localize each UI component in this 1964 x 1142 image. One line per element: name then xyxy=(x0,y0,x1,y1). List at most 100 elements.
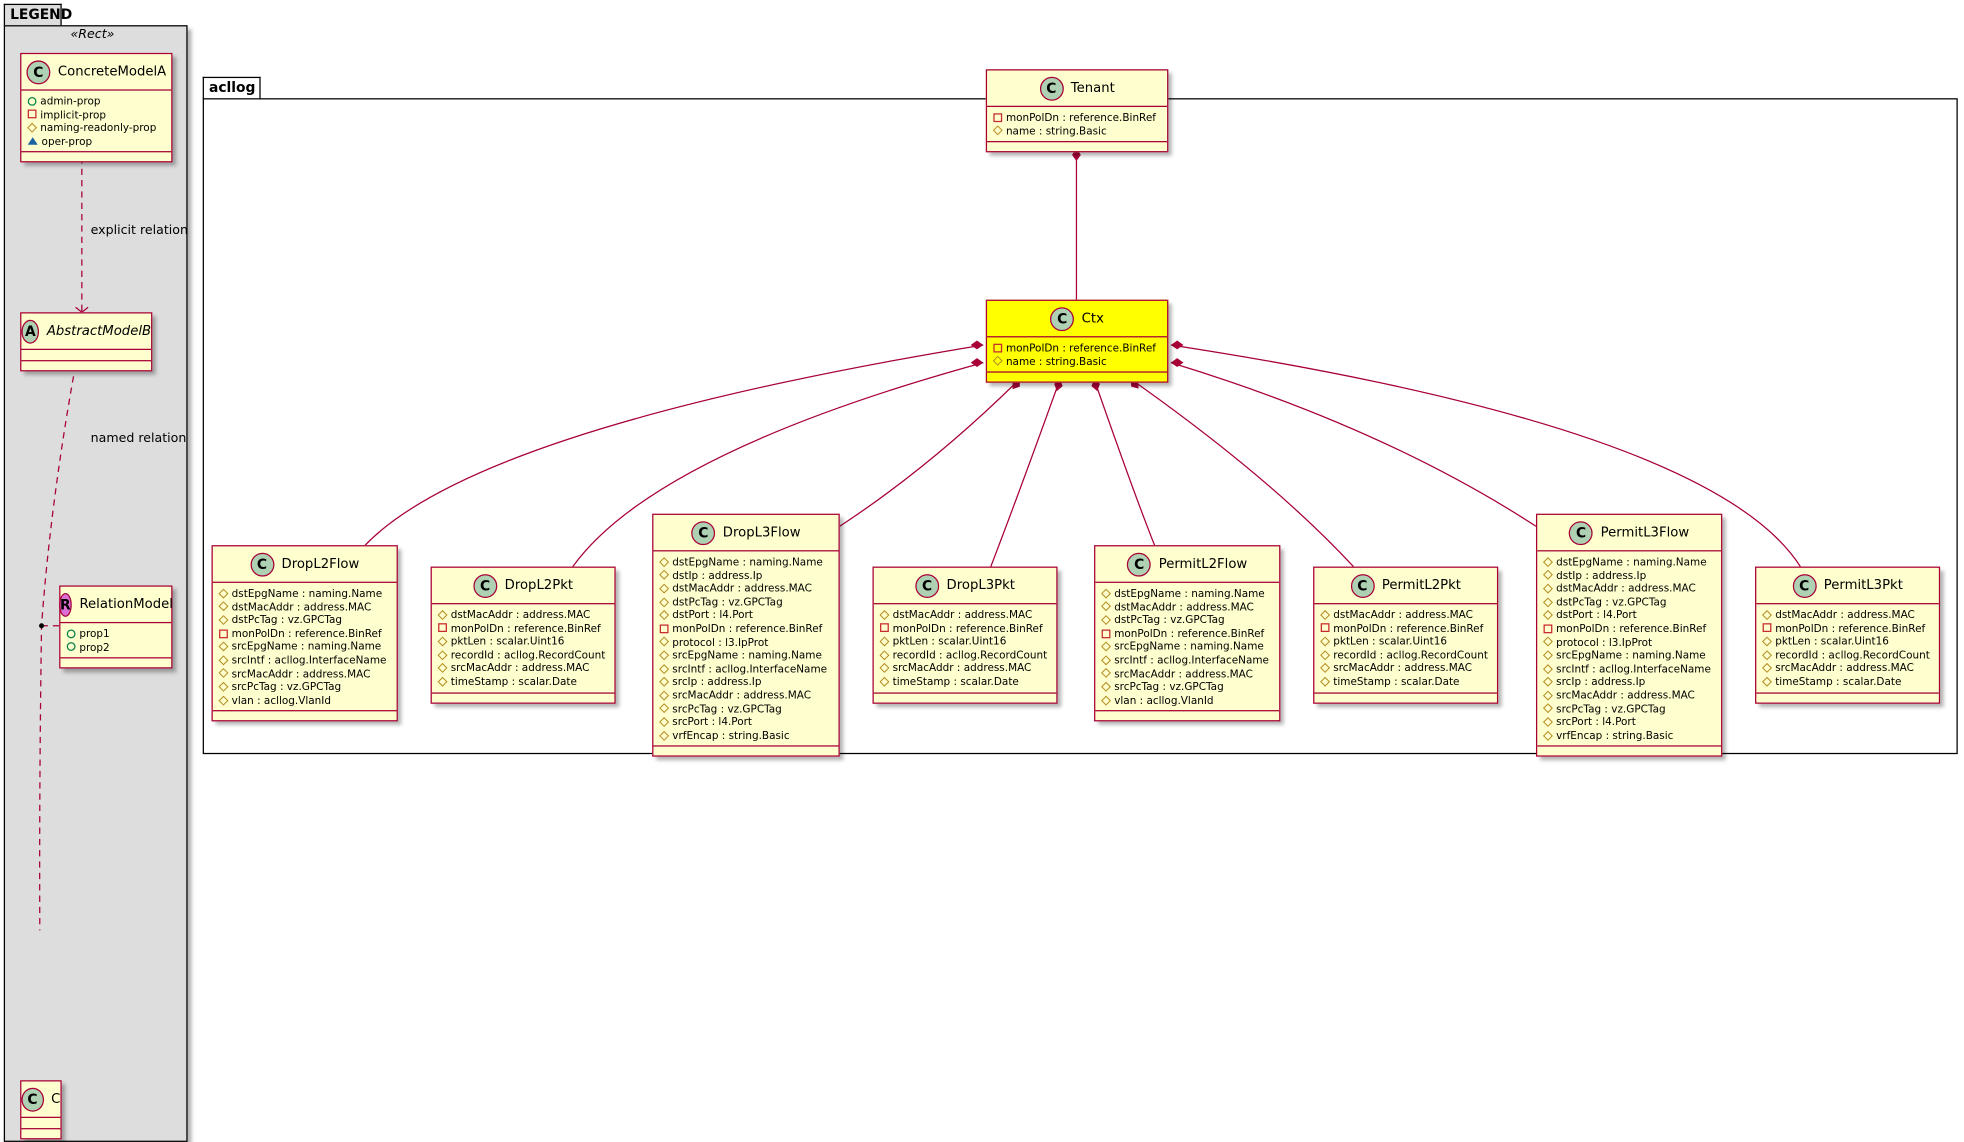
class-methods xyxy=(1095,712,1279,721)
protected-diamond-icon xyxy=(659,596,670,607)
attribute-text: admin-prop xyxy=(40,94,101,108)
class-methods xyxy=(21,361,151,370)
legend-tab: LEGEND xyxy=(3,3,72,27)
attribute-text: dstMacAddr : address.MAC xyxy=(892,608,1033,621)
attribute-text: monPolDn : reference.BinRef xyxy=(672,621,823,635)
class-methods xyxy=(653,747,838,756)
attribute-row: srcMacAddr : address.MAC xyxy=(1542,689,1716,702)
attribute-text: monPolDn : reference.BinRef xyxy=(1114,626,1265,640)
class-icon: C xyxy=(473,573,498,598)
protected-diamond-icon xyxy=(659,716,670,727)
class-name: DropL2Pkt xyxy=(504,577,574,593)
attribute-text: pktLen : scalar.Uint16 xyxy=(450,634,565,648)
attribute-text: dstPcTag : vz.GPCTag xyxy=(231,613,343,626)
attribute-text: protocol : l3.IpProt xyxy=(672,635,769,648)
attribute-text: srcPcTag : vz.GPCTag xyxy=(672,701,782,715)
protected-diamond-icon xyxy=(659,663,670,674)
attribute-row: vlan : acllog.VlanId xyxy=(1101,693,1274,706)
attribute-row: dstPcTag : vz.GPCTag xyxy=(1101,613,1274,626)
attribute-row: vrfEncap : string.Basic xyxy=(1542,729,1716,742)
protected-diamond-icon xyxy=(1542,730,1553,741)
attribute-text: dstEpgName : naming.Name xyxy=(1556,555,1707,568)
class-icon: C xyxy=(21,1087,44,1112)
attribute-row: dstMacAddr : address.MAC xyxy=(1101,600,1274,613)
attribute-text: dstMacAddr : address.MAC xyxy=(1333,608,1473,621)
protected-diamond-icon xyxy=(1542,690,1553,701)
protected-diamond-icon xyxy=(1101,601,1112,612)
protected-diamond-icon xyxy=(659,556,670,567)
protected-diamond-icon xyxy=(659,730,670,741)
class-methods xyxy=(1756,693,1939,702)
class-name: AbstractModelB xyxy=(46,323,152,339)
attribute-text: dstIp : address.Ip xyxy=(672,568,763,582)
attribute-row: dstEpgName : naming.Name xyxy=(1542,555,1716,568)
attribute-text: dstIp : address.Ip xyxy=(1556,568,1647,582)
named-relation-edge xyxy=(39,364,77,931)
attribute-text: srcMacAddr : address.MAC xyxy=(450,661,590,675)
attribute-row: srcEpgName : naming.Name xyxy=(1542,649,1716,662)
attribute-row: dstMacAddr : address.MAC xyxy=(1762,608,1934,621)
attribute-row: recordId : acllog.RecordCount xyxy=(1762,648,1934,661)
class-name: PermitL2Flow xyxy=(1158,556,1248,572)
protected-diamond-icon xyxy=(27,122,38,133)
junction-dot xyxy=(39,623,45,629)
class-methods xyxy=(21,153,171,162)
protected-diamond-icon xyxy=(437,609,448,620)
attribute-row: implicit-prop xyxy=(27,108,166,121)
attribute-row: dstPort : l4.Port xyxy=(1542,609,1716,622)
attribute-text: srcIp : address.Ip xyxy=(1556,675,1646,688)
edge-ctx-dropl2flow xyxy=(364,344,984,546)
class-icon: C xyxy=(1050,306,1075,331)
protected-diamond-icon xyxy=(218,588,229,599)
attribute-text: srcIntf : acllog.InterfaceName xyxy=(231,653,387,666)
class-methods xyxy=(987,143,1167,152)
protected-diamond-icon xyxy=(1320,636,1331,647)
attribute-row: dstEpgName : naming.Name xyxy=(659,555,834,568)
edge-ctx-permitl2flow xyxy=(1093,378,1156,546)
attribute-text: monPolDn : reference.BinRef xyxy=(231,626,382,640)
attribute-row: srcEpgName : naming.Name xyxy=(218,640,391,653)
attribute-row: monPolDn : reference.BinRef xyxy=(1543,622,1716,635)
protected-diamond-icon xyxy=(879,636,890,647)
attribute-text: srcEpgName : naming.Name xyxy=(1114,640,1264,653)
attribute-row: protocol : l3.IpProt xyxy=(659,635,834,648)
private-square-icon xyxy=(438,623,447,633)
attribute-text: name : string.Basic xyxy=(1005,354,1107,368)
attribute-text: srcIntf : acllog.InterfaceName xyxy=(1114,653,1269,666)
protected-diamond-icon xyxy=(1542,556,1553,567)
attribute-text: srcPort : l4.Port xyxy=(1556,715,1636,728)
protected-diamond-icon xyxy=(879,663,890,674)
protected-diamond-icon xyxy=(1542,663,1553,674)
protected-diamond-icon xyxy=(1762,676,1772,687)
class-methods xyxy=(432,693,615,702)
attribute-row: monPolDn : reference.BinRef xyxy=(659,621,834,635)
attribute-row: pktLen : scalar.Uint16 xyxy=(437,634,609,648)
attribute-row: recordId : acllog.RecordCount xyxy=(879,648,1051,661)
attribute-row: srcMacAddr : address.MAC xyxy=(1101,667,1274,680)
protected-diamond-icon xyxy=(1101,641,1112,652)
attribute-row: timeStamp : scalar.Date xyxy=(1762,675,1934,688)
attribute-row: srcMacAddr : address.MAC xyxy=(659,689,834,702)
edge-ctx-dropl3pkt xyxy=(990,378,1061,567)
attribute-text: srcEpgName : naming.Name xyxy=(672,648,822,662)
